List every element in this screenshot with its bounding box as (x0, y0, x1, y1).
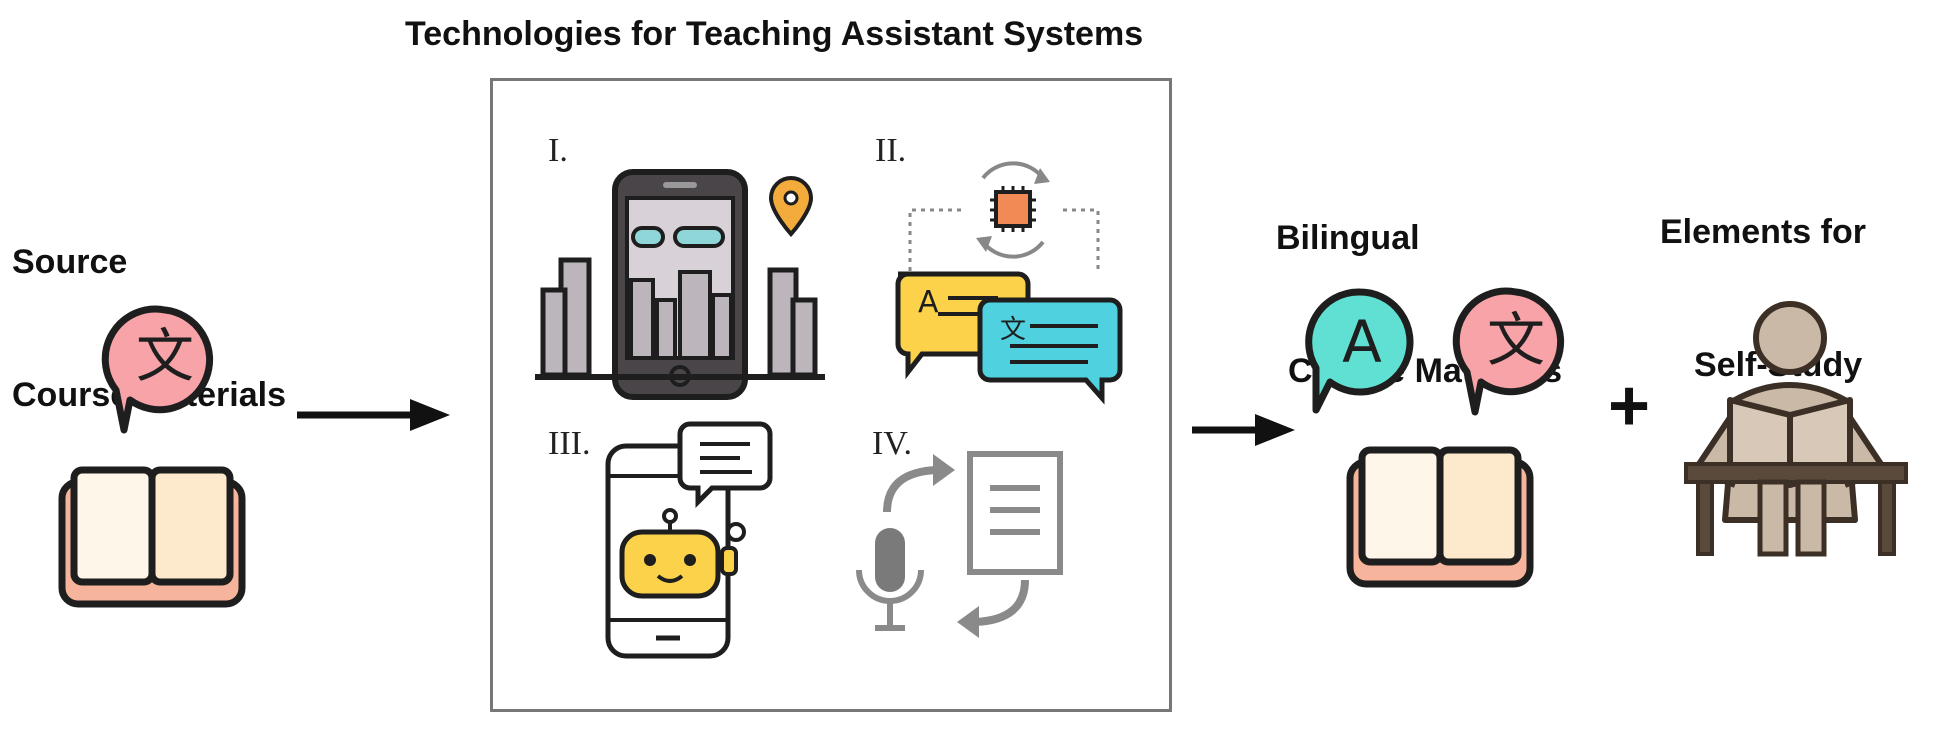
source-cjk-glyph: 文 (136, 322, 194, 390)
source-translate-book-icon: 文 (58, 305, 246, 608)
person-reading-desk-icon (1684, 301, 1908, 557)
teal-speech-bubble-icon: A (1305, 288, 1414, 414)
open-book-icon (1346, 446, 1534, 588)
pink-speech-bubble-icon: 文 (101, 305, 214, 434)
tech-numeral-3: III. (548, 425, 591, 462)
selfstudy-label-line1: Elements for (1660, 213, 1866, 252)
bilingual-label-line1: Bilingual (1276, 219, 1420, 258)
tech-numeral-2: II. (875, 132, 907, 169)
open-book-icon (58, 466, 246, 608)
plus-symbol: + (1608, 366, 1651, 446)
bilingual-latin-glyph: A (1342, 308, 1382, 376)
ai-chip-translation-icon: A 文 (895, 161, 1123, 405)
speech-to-text-icon (856, 451, 1063, 638)
diagram-title: Technologies for Teaching Assistant Syst… (405, 15, 1144, 53)
pink-speech-bubble-icon: 文 (1452, 287, 1565, 416)
flow-arrow-2 (1192, 414, 1295, 446)
bubble-cjk-glyph: 文 (1000, 315, 1026, 345)
bilingual-cjk-glyph: 文 (1487, 306, 1545, 374)
flow-arrow-1 (297, 399, 450, 431)
smartphone-city-location-icon (535, 169, 825, 400)
bilingual-book-icon: A 文 (1305, 287, 1565, 588)
technologies-box (490, 78, 1172, 712)
tech-numeral-1: I. (548, 132, 568, 169)
source-label-line1: Source (12, 243, 128, 282)
tech-numeral-4: IV. (872, 425, 912, 462)
bubble-latin-glyph: A (918, 285, 939, 320)
chatbot-phone-icon (605, 421, 773, 659)
